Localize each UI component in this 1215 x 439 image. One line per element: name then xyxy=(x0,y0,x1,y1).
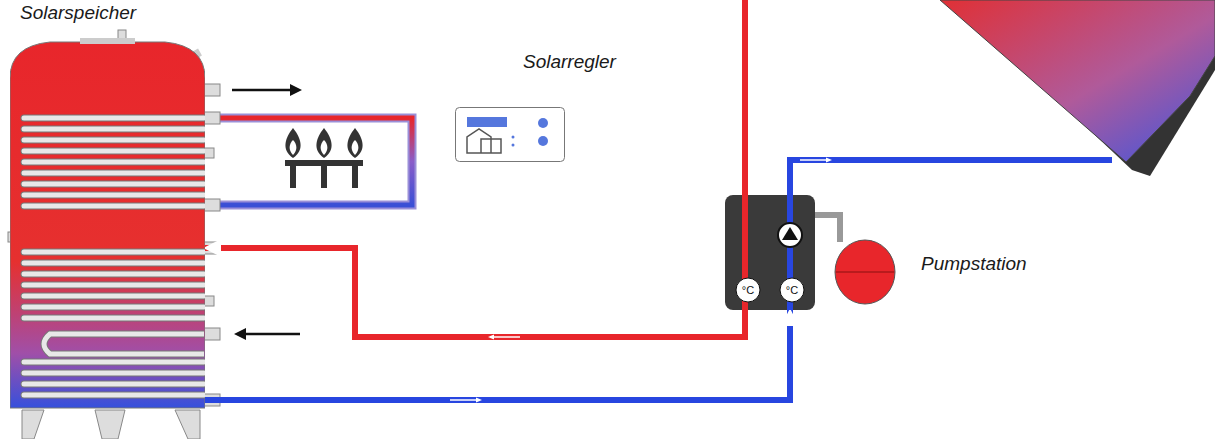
inlet-arrow xyxy=(246,333,300,336)
temperature-gauge: °C xyxy=(736,278,760,302)
burner-symbol xyxy=(285,128,363,188)
flow-arrow xyxy=(826,158,832,163)
pump-station-shape xyxy=(725,195,815,310)
flow-arrow xyxy=(476,398,482,403)
node-title: Solarregler xyxy=(523,51,616,73)
pump-station: °C°CPumpstation xyxy=(725,195,815,310)
boiler-loop xyxy=(218,118,412,205)
tank-legs xyxy=(22,410,200,439)
return-pipe xyxy=(790,160,1112,200)
outlet-arrow xyxy=(232,89,290,92)
node-title: Pumpstation xyxy=(921,253,1027,275)
solar-controller: Solarregler xyxy=(455,107,565,162)
vessel-pipe xyxy=(812,215,840,242)
expansion-vessel xyxy=(835,240,895,304)
flow-arrow xyxy=(450,399,476,401)
storage-tank: Solarspeicher xyxy=(10,38,205,415)
pipe-connector xyxy=(205,248,745,337)
flow-pipe xyxy=(742,0,748,200)
temperature-gauge: °C xyxy=(780,278,804,302)
solar-collector xyxy=(940,0,1215,162)
solar-controller-shape xyxy=(455,107,565,162)
boiler-loop xyxy=(218,118,412,205)
pipe-connector xyxy=(205,310,790,400)
flow-arrow xyxy=(800,159,826,161)
flow-arrow xyxy=(494,336,520,338)
flow-arrow xyxy=(488,335,494,340)
vessel-seam xyxy=(836,272,894,273)
node-title: Solarspeicher xyxy=(20,2,136,24)
inlet-arrow xyxy=(234,328,246,340)
storage-tank-shape xyxy=(10,38,205,415)
outlet-arrow xyxy=(290,84,302,96)
